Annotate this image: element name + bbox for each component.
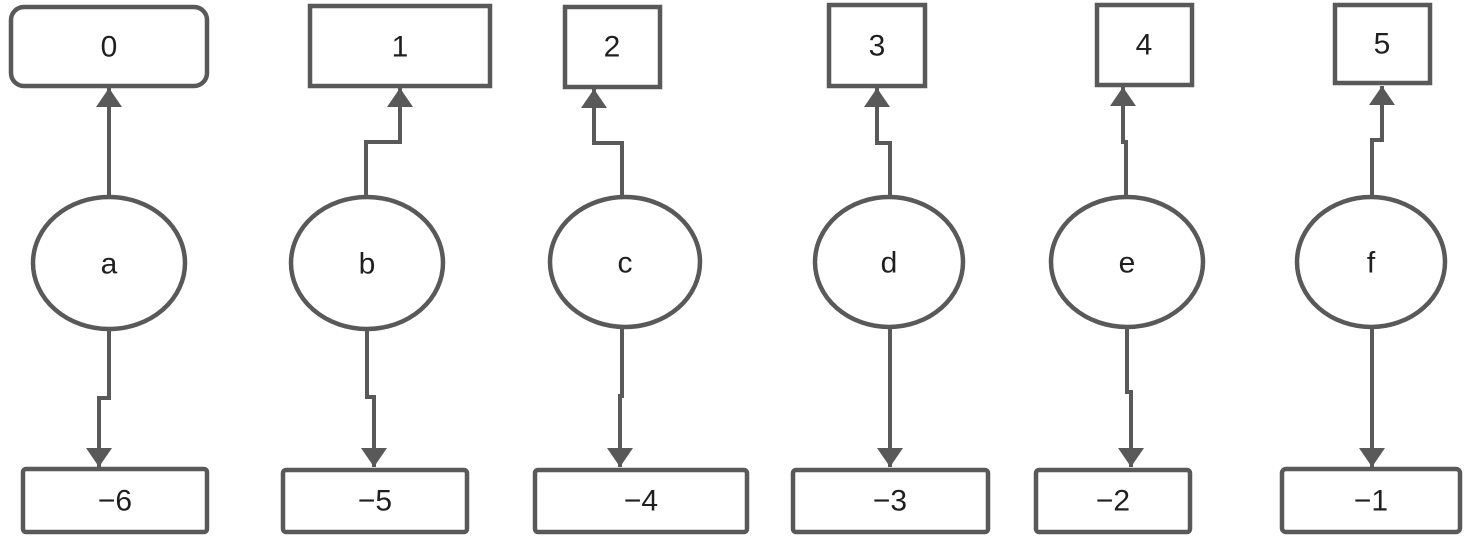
bottom-number-box-minus2 xyxy=(1033,467,1193,535)
edge-a-to-minus6 xyxy=(86,329,112,467)
top-number-label-0: 0 xyxy=(101,31,118,64)
column-b: 1 b −5 xyxy=(280,3,493,535)
top-number-label-1: 1 xyxy=(392,31,409,64)
column-a: 0 a −6 xyxy=(8,4,210,535)
edge-f-to-5 xyxy=(1369,86,1395,197)
edge-b-to-minus5 xyxy=(361,329,387,467)
column-d: 3 d −3 xyxy=(790,2,991,535)
node-label-a: a xyxy=(101,248,118,281)
edge-e-to-minus2 xyxy=(1118,327,1144,467)
bottom-number-box-minus5 xyxy=(280,467,470,535)
top-number-box-4 xyxy=(1094,2,1195,88)
bottom-number-label-minus3: −3 xyxy=(873,485,907,518)
top-number-label-2: 2 xyxy=(604,31,621,64)
top-number-box-3 xyxy=(826,2,928,89)
edge-d-to-3 xyxy=(864,88,892,196)
bottom-number-label-minus1: −1 xyxy=(1354,485,1388,518)
bottom-number-box-minus4 xyxy=(532,467,750,535)
bottom-number-label-minus4: −4 xyxy=(624,485,658,518)
bottom-number-box-minus1 xyxy=(1279,466,1463,535)
node-label-d: d xyxy=(881,247,898,280)
top-number-label-5: 5 xyxy=(1374,28,1391,61)
edge-c-to-2 xyxy=(581,89,624,196)
bottom-number-box-minus3 xyxy=(790,467,991,535)
top-number-label-4: 4 xyxy=(1136,29,1153,62)
bottom-number-label-minus2: −2 xyxy=(1096,485,1130,518)
top-number-label-3: 3 xyxy=(869,30,886,63)
edge-c-to-minus4 xyxy=(607,327,633,467)
node-label-b: b xyxy=(359,248,376,281)
top-number-box-2 xyxy=(562,4,663,90)
edge-e-to-4 xyxy=(1110,87,1136,196)
node-circle-c xyxy=(547,194,703,330)
node-label-c: c xyxy=(618,247,633,280)
node-label-f: f xyxy=(1367,247,1376,280)
column-c: 2 c −4 xyxy=(532,4,750,535)
bottom-number-box-minus6 xyxy=(20,466,210,535)
column-f: 5 f −1 xyxy=(1279,2,1463,535)
column-e: 4 e −2 xyxy=(1033,2,1206,535)
top-number-box-1 xyxy=(307,3,493,89)
bottom-number-label-minus6: −6 xyxy=(98,485,132,518)
bottom-number-label-minus5: −5 xyxy=(358,485,392,518)
top-number-box-5 xyxy=(1332,2,1433,86)
edge-b-to-1 xyxy=(364,88,413,197)
top-number-box-0 xyxy=(8,4,210,89)
node-label-e: e xyxy=(1119,247,1136,280)
